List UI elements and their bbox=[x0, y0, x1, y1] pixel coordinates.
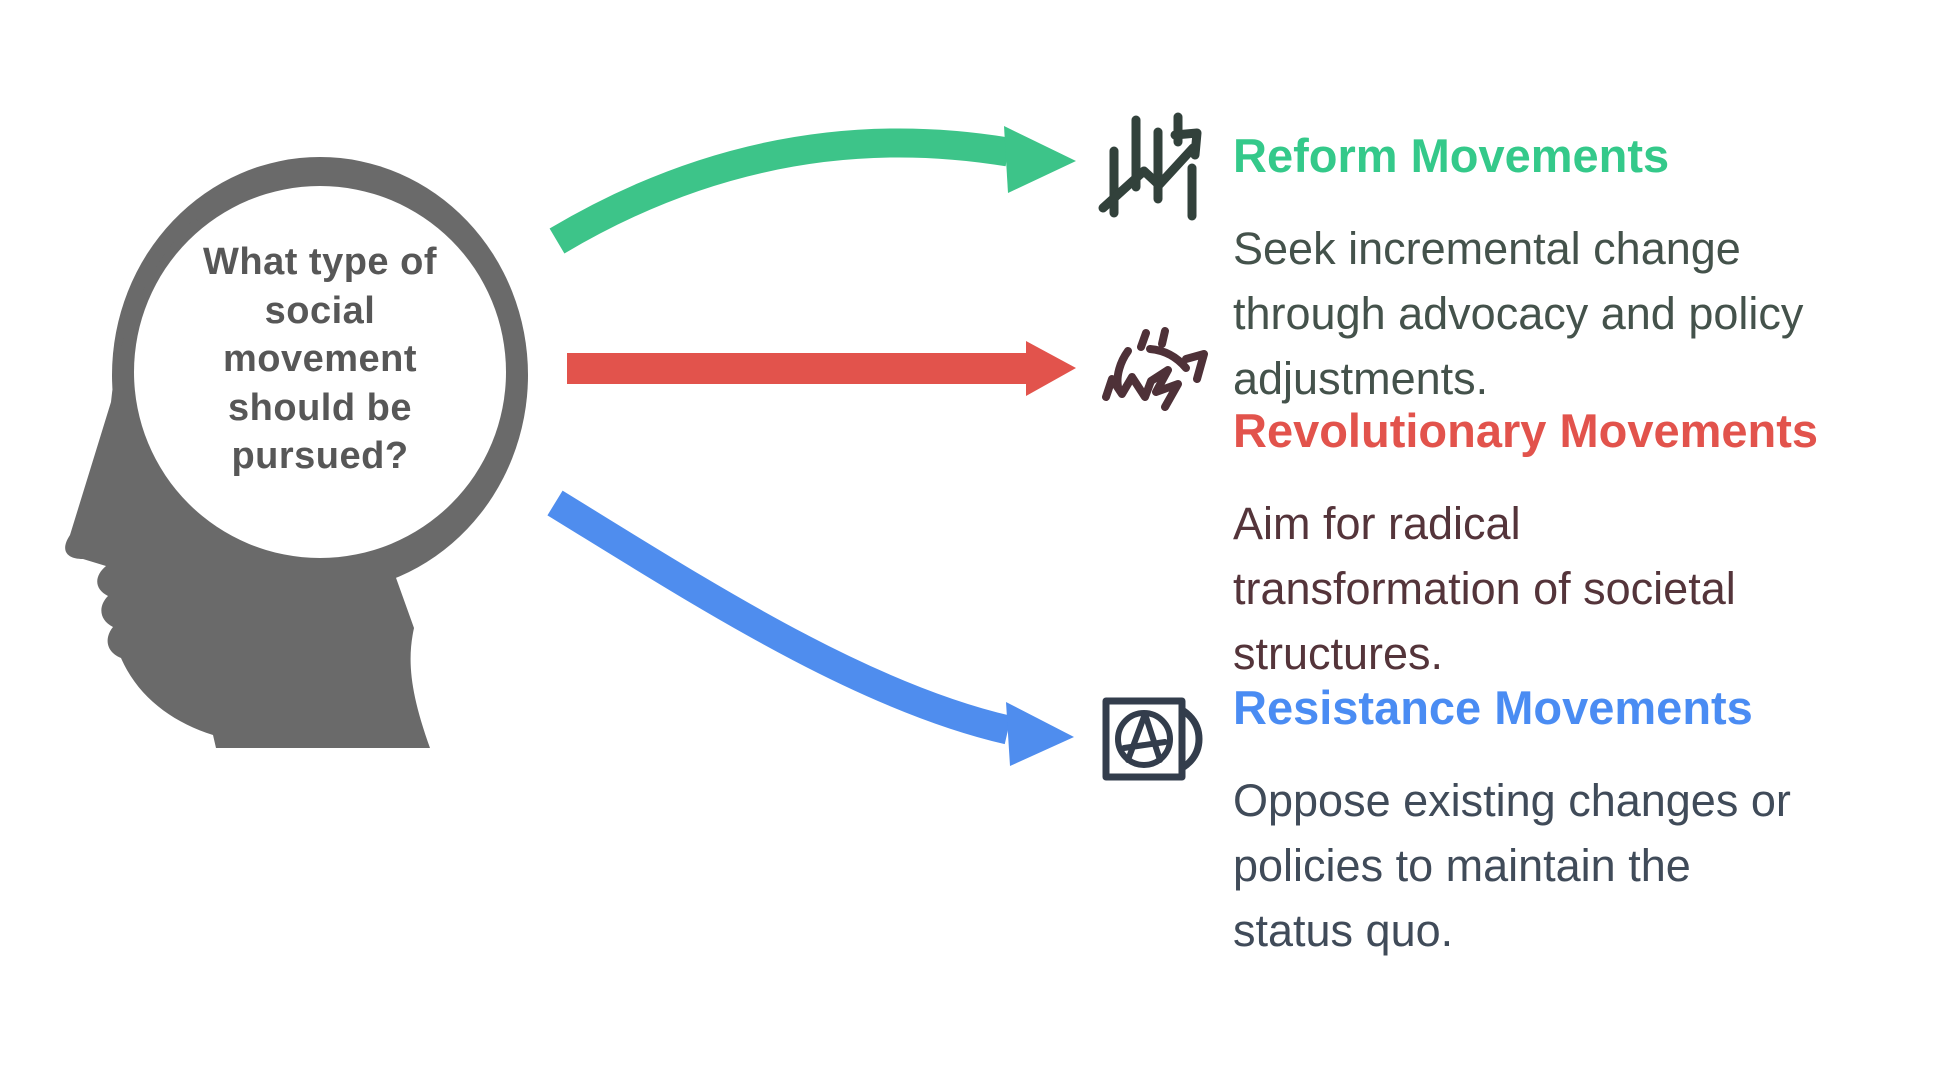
resistance-arrowhead bbox=[1006, 702, 1074, 766]
revolutionary-arrowhead bbox=[1026, 341, 1076, 396]
revolutionary-title: Revolutionary Movements bbox=[1233, 404, 1819, 457]
reform-arrowhead bbox=[1004, 126, 1076, 193]
reform-title: Reform Movements bbox=[1233, 129, 1670, 182]
reform-arrow-shaft bbox=[549, 128, 1011, 254]
head-silhouette bbox=[65, 157, 528, 748]
explosion-icon bbox=[1102, 327, 1208, 411]
brain-circle bbox=[134, 186, 506, 558]
reform-arrow bbox=[549, 126, 1076, 254]
anarchy-icon bbox=[1102, 697, 1203, 781]
revolutionary-arrow bbox=[567, 341, 1076, 396]
reform-description: Seek incremental change through advocacy… bbox=[1233, 223, 1804, 404]
revolutionary-arrow-shaft bbox=[567, 353, 1027, 384]
resistance-arrow bbox=[547, 490, 1074, 766]
resistance-arrow-shaft bbox=[547, 490, 1012, 745]
resistance-title: Resistance Movements bbox=[1233, 681, 1753, 734]
trend-chart-icon bbox=[1098, 112, 1202, 221]
resistance-description: Oppose existing changes or policies to m… bbox=[1233, 775, 1791, 956]
revolutionary-description: Aim for radical transformation of societ… bbox=[1233, 498, 1736, 679]
question-text: What type of social movement should be p… bbox=[203, 241, 437, 477]
